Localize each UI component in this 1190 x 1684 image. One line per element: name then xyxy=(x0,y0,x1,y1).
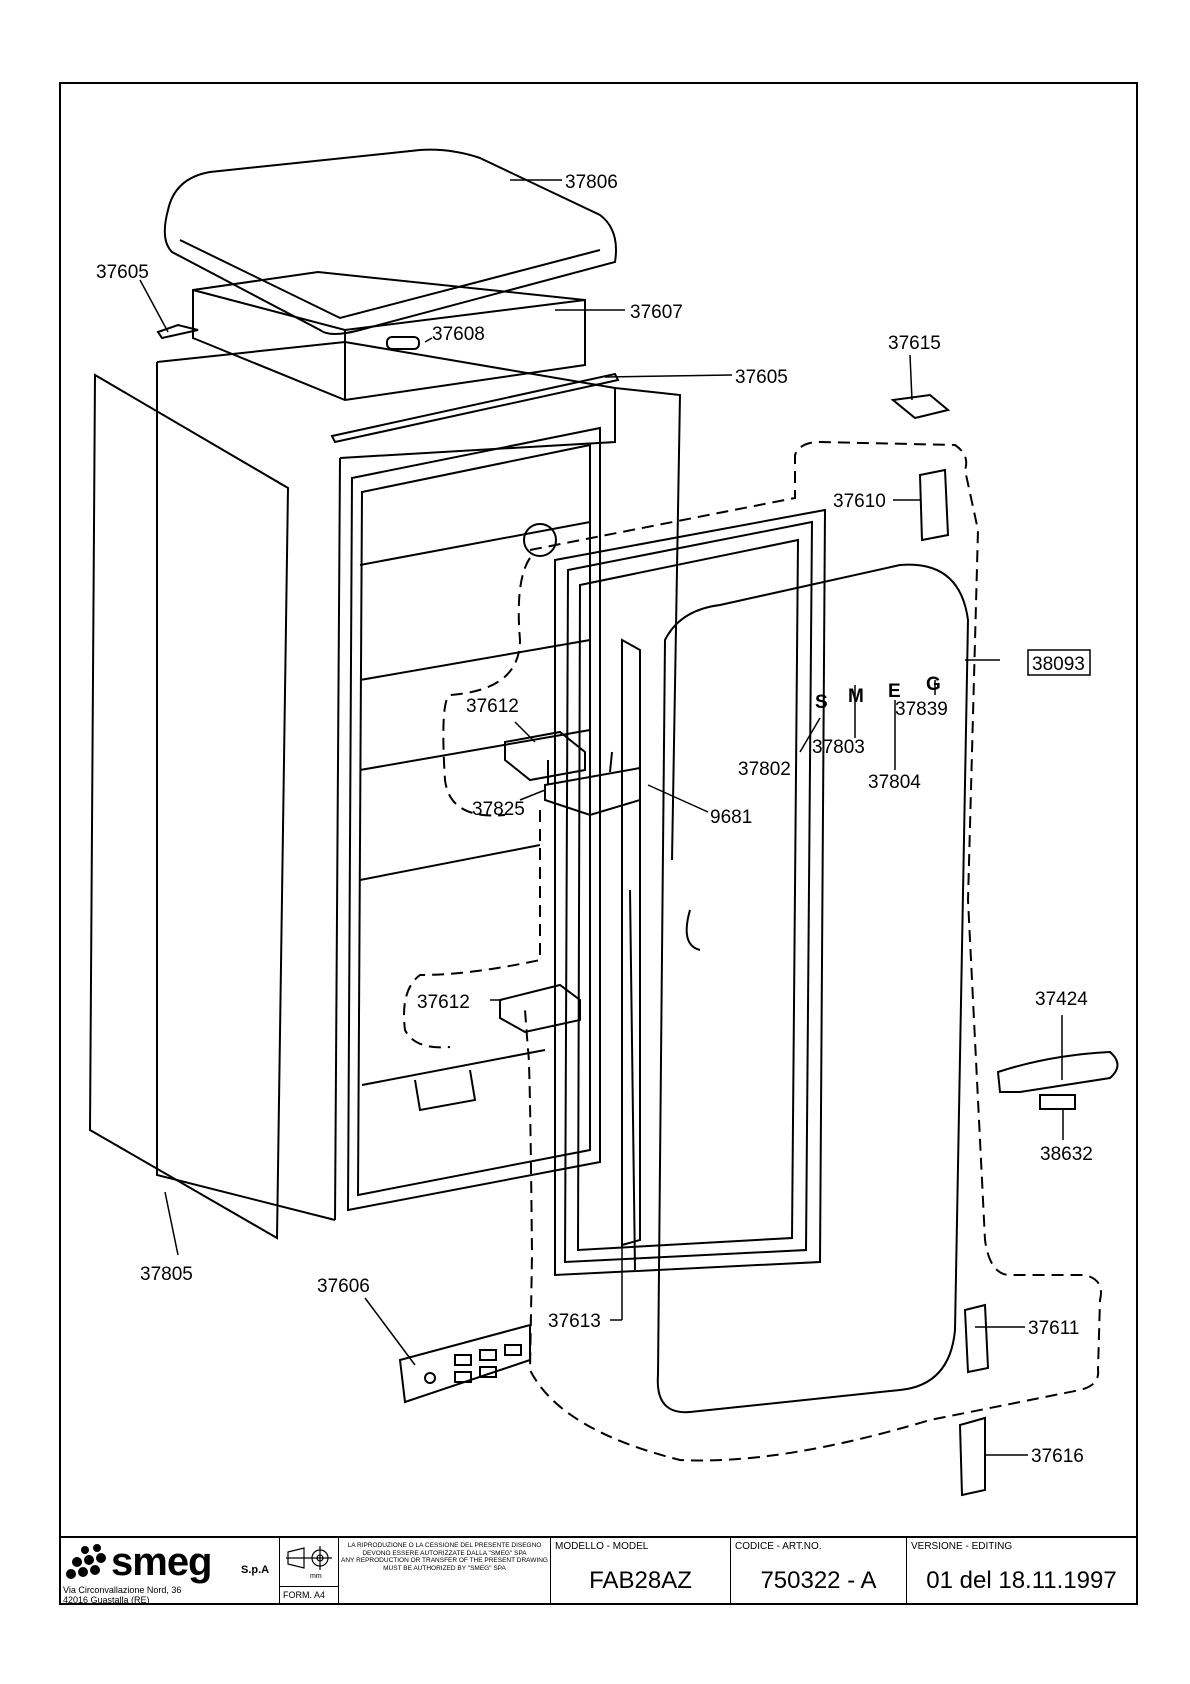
label-37806: 37806 xyxy=(565,172,618,193)
address-line-2: 42016 Guastalla (RE) xyxy=(63,1595,150,1605)
label-37612-top: 37612 xyxy=(466,696,519,717)
label-37607: 37607 xyxy=(630,302,683,323)
company-suffix: S.p.A xyxy=(241,1564,270,1576)
hinge-bottom xyxy=(958,1416,986,1497)
label-37606: 37606 xyxy=(317,1276,370,1297)
code-value: 750322 - A xyxy=(760,1567,877,1594)
part-labels: 37806 37605 37607 37608 37605 37615 3761… xyxy=(96,172,1093,1467)
label-37610: 37610 xyxy=(833,491,886,512)
label-37802: 37802 xyxy=(738,759,791,780)
rail-left xyxy=(156,323,199,340)
address-line-1: Via Circonvallazione Nord, 36 xyxy=(63,1585,182,1595)
foam-block-lower xyxy=(499,983,581,1034)
fridge-door xyxy=(656,563,970,1414)
label-37608: 37608 xyxy=(432,324,485,345)
version-value: 01 del 18.11.1997 xyxy=(926,1567,1117,1594)
hinge-bracket xyxy=(544,751,641,817)
hinge-top xyxy=(890,393,951,420)
version-cell: VERSIONE - EDITING 01 del 18.11.1997 xyxy=(907,1538,1136,1605)
projection-unit: mm xyxy=(310,1573,322,1580)
door-letter-m: M xyxy=(848,686,864,707)
label-37839: 37839 xyxy=(895,699,948,720)
projection-cell: mm FORM. A4 xyxy=(280,1538,339,1605)
label-37803: 37803 xyxy=(812,737,865,758)
foam-block xyxy=(192,270,586,402)
label-37613: 37613 xyxy=(548,1311,601,1332)
company-address: Via Circonvallazione Nord, 36 42016 Guas… xyxy=(63,1585,181,1605)
label-37424: 37424 xyxy=(1035,989,1088,1010)
label-37804: 37804 xyxy=(868,772,921,793)
title-block: smeg S.p.A Via Circonvallazione Nord, 36… xyxy=(59,1536,1138,1605)
label-37825: 37825 xyxy=(472,799,525,820)
version-caption: VERSIONE - EDITING xyxy=(911,1541,1013,1552)
model-caption: MODELLO - MODEL xyxy=(555,1541,649,1552)
door-letter-s: S xyxy=(815,692,828,713)
company-logo-word: smeg xyxy=(111,1540,212,1584)
form-label: FORM. A4 xyxy=(283,1590,326,1600)
label-37612-bottom: 37612 xyxy=(417,992,470,1013)
drawing-frame xyxy=(59,82,1138,1605)
reproduction-notice: LA RIPRODUZIONE O LA CESSIONE DEL PRESEN… xyxy=(339,1538,550,1572)
label-37616: 37616 xyxy=(1031,1446,1084,1467)
side-panel xyxy=(88,373,290,1240)
top-cover xyxy=(163,148,617,335)
label-37605-right: 37605 xyxy=(735,367,788,388)
door-logo-letters: S M E G xyxy=(815,674,941,713)
label-37605-left: 37605 xyxy=(96,262,149,283)
notice-cell: LA RIPRODUZIONE O LA CESSIONE DEL PRESEN… xyxy=(339,1538,551,1605)
model-cell: MODELLO - MODEL FAB28AZ xyxy=(551,1538,731,1605)
door-handle xyxy=(996,1050,1119,1093)
bracket-group-outline xyxy=(442,557,531,817)
hinge-plate-lower xyxy=(963,1303,990,1374)
door-assembly-outline xyxy=(524,440,1102,1462)
rail-right xyxy=(330,372,620,444)
clip-37608 xyxy=(386,336,420,350)
notice-english: ANY REPRODUCTION OR TRANSFER OF THE PRES… xyxy=(341,1557,548,1572)
notice-italian: LA RIPRODUZIONE O LA CESSIONE DEL PRESEN… xyxy=(347,1542,542,1557)
bottom-grille xyxy=(398,1323,531,1404)
form-divider xyxy=(280,1586,338,1587)
door-letter-g: G xyxy=(926,674,941,695)
hinge-plate-upper xyxy=(918,468,950,542)
label-38093: 38093 xyxy=(1032,654,1085,675)
foam-group-outline xyxy=(403,810,541,1049)
label-37615: 37615 xyxy=(888,333,941,354)
door-letter-e: E xyxy=(888,681,901,702)
code-caption: CODICE - ART.NO. xyxy=(735,1541,822,1552)
handle-cover xyxy=(1039,1094,1076,1110)
model-value: FAB28AZ xyxy=(589,1567,692,1594)
code-cell: CODICE - ART.NO. 750322 - A xyxy=(731,1538,907,1605)
company-cell: smeg S.p.A Via Circonvallazione Nord, 36… xyxy=(59,1538,280,1605)
leader-lines xyxy=(139,179,1064,1456)
label-9681: 9681 xyxy=(710,807,752,828)
foam-block-upper xyxy=(504,730,586,782)
door-gasket-frame xyxy=(554,508,827,1277)
smeg-dots-logo-icon xyxy=(66,1544,106,1579)
box-38093 xyxy=(1027,649,1091,676)
cabinet-body xyxy=(156,340,682,1221)
projection-symbol-icon: mm xyxy=(286,1546,332,1580)
label-38632: 38632 xyxy=(1040,1144,1093,1165)
label-37611: 37611 xyxy=(1028,1318,1079,1339)
label-37805: 37805 xyxy=(140,1264,193,1285)
